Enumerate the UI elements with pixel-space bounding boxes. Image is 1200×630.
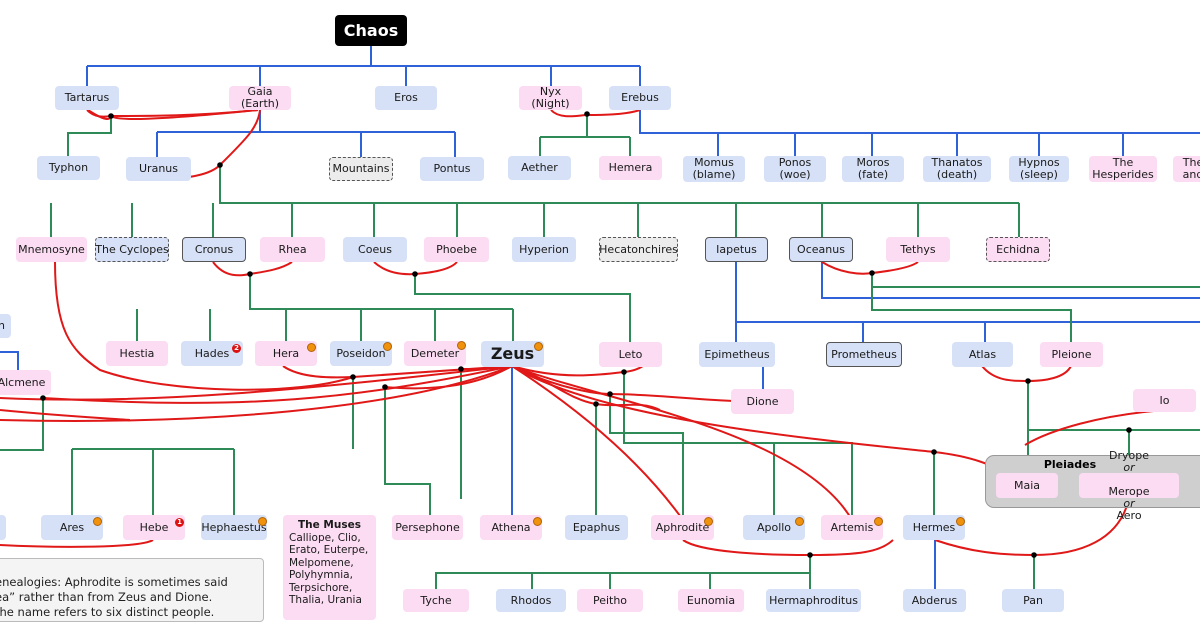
node-peitho[interactable]: Peitho: [577, 589, 643, 612]
node-zeus[interactable]: Zeus: [481, 341, 544, 367]
node-hebe[interactable]: Hebe: [123, 515, 185, 540]
node-hades[interactable]: Hades: [181, 341, 243, 366]
note-text: enealogies: Aphrodite is sometimes said …: [0, 575, 228, 619]
node-hemera[interactable]: Hemera: [599, 156, 662, 180]
node-momus[interactable]: Momus (blame): [683, 156, 745, 182]
node-aphrodite[interactable]: Aphrodite: [651, 515, 714, 540]
hera-marker-icon: [307, 343, 316, 352]
node-athena[interactable]: Athena: [480, 515, 542, 540]
node-apollo[interactable]: Apollo: [743, 515, 805, 540]
pleiades-title: Pleiades: [1043, 458, 1097, 471]
muses-title: The Muses: [298, 519, 361, 531]
demeter-marker-icon: [457, 341, 466, 350]
node-hecatonchires[interactable]: Hecatonchires: [599, 237, 678, 262]
poseidon-marker-icon: [383, 342, 392, 351]
node-leto[interactable]: Leto: [599, 342, 662, 367]
node-pontus[interactable]: Pontus: [420, 157, 484, 181]
node-epimetheus[interactable]: Epimetheus: [699, 342, 775, 367]
node-tethys[interactable]: Tethys: [886, 237, 950, 262]
node-prometheus[interactable]: Prometheus: [826, 342, 902, 367]
node-io[interactable]: Io: [1133, 389, 1196, 412]
node-hephaestus[interactable]: Hephaestus: [201, 515, 267, 540]
muses-list: Calliope, Clio, Erato, Euterpe, Melpomen…: [289, 531, 369, 607]
node-hesperides[interactable]: The Hesperides: [1089, 156, 1157, 182]
node-edge-left[interactable]: [0, 515, 6, 540]
node-oceanus[interactable]: Oceanus: [789, 237, 853, 262]
node-demeter[interactable]: Demeter: [404, 341, 466, 366]
node-coeus[interactable]: Coeus: [343, 237, 407, 262]
node-the-cyclopes[interactable]: The Cyclopes: [95, 237, 169, 262]
node-dione[interactable]: Dione: [731, 389, 794, 414]
node-ares[interactable]: Ares: [41, 515, 103, 540]
aphrodite-marker-icon: [704, 517, 713, 526]
node-the-and[interactable]: The and: [1173, 156, 1200, 182]
node-atlas[interactable]: Atlas: [952, 342, 1013, 367]
node-hypnos[interactable]: Hypnos (sleep): [1009, 156, 1069, 182]
zeus-marker-icon: [534, 342, 543, 351]
node-tyche[interactable]: Tyche: [403, 589, 469, 612]
node-eunomia[interactable]: Eunomia: [678, 589, 744, 612]
node-ponos[interactable]: Ponos (woe): [764, 156, 826, 182]
node-gaia[interactable]: Gaia (Earth): [229, 86, 291, 110]
node-edge-n[interactable]: n: [0, 314, 11, 338]
badge-hades-2: 2: [232, 344, 241, 353]
node-typhon[interactable]: Typhon: [37, 156, 100, 180]
node-phoebe[interactable]: Phoebe: [424, 237, 489, 262]
node-hera[interactable]: Hera: [255, 341, 317, 366]
node-mountains[interactable]: Mountains: [329, 157, 393, 181]
node-mnemosyne[interactable]: Mnemosyne: [16, 237, 87, 262]
node-abderus[interactable]: Abderus: [903, 589, 966, 612]
artemis-marker-icon: [874, 517, 883, 526]
node-thanatos[interactable]: Thanatos (death): [923, 156, 991, 182]
ares-marker-icon: [93, 517, 102, 526]
the-muses-card[interactable]: The Muses Calliope, Clio, Erato, Euterpe…: [283, 515, 376, 620]
apollo-marker-icon: [795, 517, 804, 526]
node-chaos[interactable]: Chaos: [335, 15, 407, 46]
node-rhea[interactable]: Rhea: [260, 237, 325, 262]
hephaestus-marker-icon: [258, 517, 267, 526]
node-maia[interactable]: Maia: [996, 473, 1058, 498]
node-nyx[interactable]: Nyx (Night): [519, 86, 582, 110]
node-rhodos[interactable]: Rhodos: [496, 589, 566, 612]
node-pan[interactable]: Pan: [1002, 589, 1064, 612]
node-epaphus[interactable]: Epaphus: [565, 515, 628, 540]
node-hermaphroditus[interactable]: Hermaphroditus: [766, 589, 861, 612]
node-tartarus[interactable]: Tartarus: [55, 86, 119, 110]
genealogy-note: enealogies: Aphrodite is sometimes said …: [0, 558, 264, 622]
hermes-marker-icon: [956, 517, 965, 526]
node-persephone[interactable]: Persephone: [392, 515, 463, 540]
node-hermes[interactable]: Hermes: [903, 515, 965, 540]
node-eros[interactable]: Eros: [375, 86, 437, 110]
node-uranus[interactable]: Uranus: [126, 157, 191, 181]
node-hestia[interactable]: Hestia: [106, 341, 168, 366]
node-artemis[interactable]: Artemis: [821, 515, 883, 540]
badge-hebe-1: 1: [175, 518, 184, 527]
node-iapetus[interactable]: Iapetus: [705, 237, 768, 262]
node-alcmene[interactable]: Alcmene: [0, 370, 51, 395]
node-erebus[interactable]: Erebus: [609, 86, 671, 110]
node-poseidon[interactable]: Poseidon: [330, 341, 392, 366]
node-aether[interactable]: Aether: [508, 156, 571, 180]
node-hyperion[interactable]: Hyperion: [512, 237, 576, 262]
node-pleione[interactable]: Pleione: [1040, 342, 1103, 367]
node-echidna[interactable]: Echidna: [986, 237, 1050, 262]
node-moros[interactable]: Moros (fate): [842, 156, 904, 182]
node-cronus[interactable]: Cronus: [182, 237, 246, 262]
athena-marker-icon: [533, 517, 542, 526]
